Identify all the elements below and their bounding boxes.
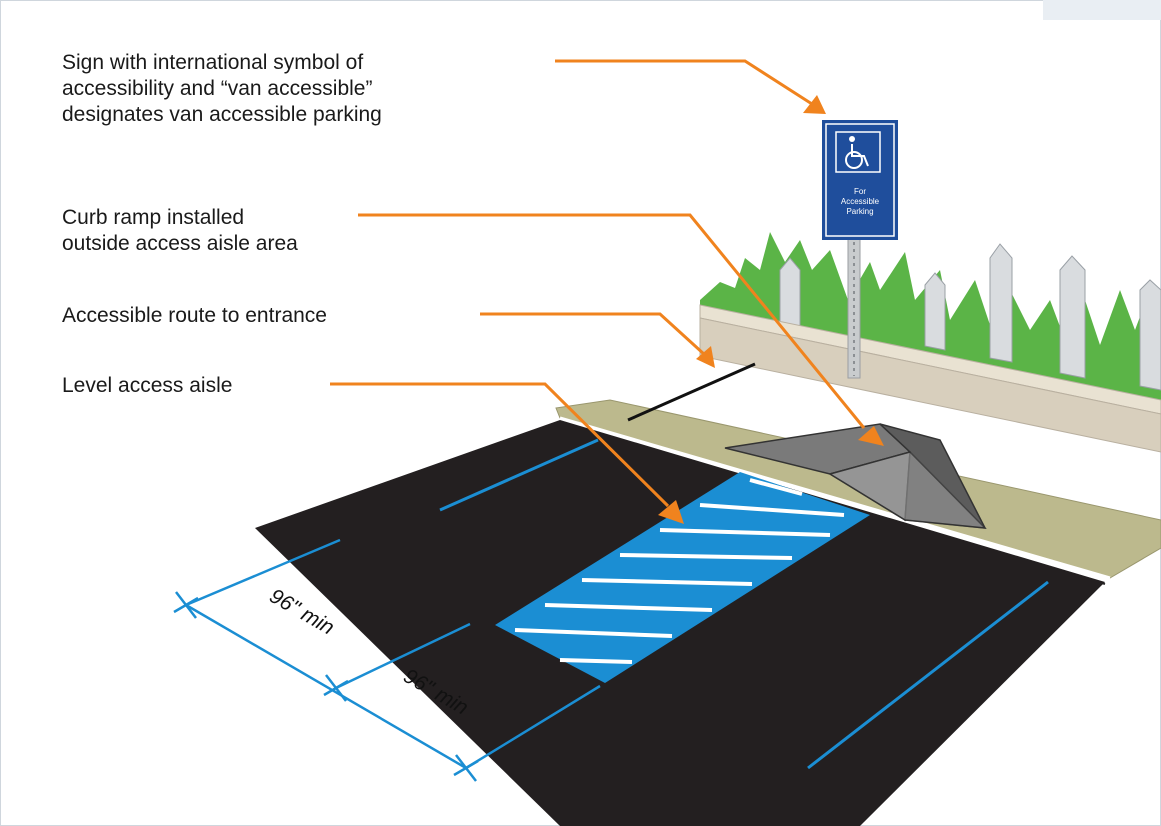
callout-aisle: Level access aisle <box>62 374 232 397</box>
planter-wall <box>699 232 1161 453</box>
aisle-leader <box>330 382 670 508</box>
callout-sign-line-1: Sign with international symbol of <box>62 51 363 74</box>
access-aisle <box>495 472 870 683</box>
curb-wall-face <box>699 317 1161 453</box>
callout-curb-ramp-line-2: outside access aisle area <box>62 232 298 255</box>
callout-curb-ramp-line-1: Curb ramp installed <box>62 206 244 229</box>
sign-text-line-2: Accessible <box>841 197 880 206</box>
route-leader <box>480 312 707 357</box>
arrow-icon <box>658 500 684 524</box>
arrow-icon <box>803 95 826 114</box>
arrow-icon <box>696 346 715 368</box>
sign-leader <box>555 59 813 106</box>
callout-sign: Sign with international symbol of access… <box>62 51 382 126</box>
callout-route: Accessible route to entrance <box>62 304 327 327</box>
callout-leaders <box>330 59 866 508</box>
sign-post: For Accessible Parking <box>822 120 898 379</box>
aisle-hatching <box>514 478 845 664</box>
sign-text-line-1: For <box>854 187 866 196</box>
callout-curb-ramp: Curb ramp installed outside access aisle… <box>62 206 298 255</box>
curb-wall-top <box>699 304 1161 415</box>
wheelchair-icon <box>835 131 881 173</box>
callout-sign-line-3: designates van accessible parking <box>62 103 382 126</box>
curb-ramp-leader <box>358 213 866 429</box>
stall-lines <box>439 438 1049 770</box>
callout-arrowheads <box>658 95 884 524</box>
accessible-route-line <box>627 362 756 422</box>
arrow-icon <box>858 426 884 446</box>
callout-aisle-line-1: Level access aisle <box>62 374 232 397</box>
sign-text-line-3: Parking <box>846 207 873 216</box>
callout-sign-line-2: accessibility and “van accessible” <box>62 77 372 100</box>
dimension-lines <box>173 538 601 782</box>
callout-route-line-1: Accessible route to entrance <box>62 304 327 327</box>
fence-pickets <box>779 243 1161 391</box>
corner-tab <box>1043 0 1161 20</box>
